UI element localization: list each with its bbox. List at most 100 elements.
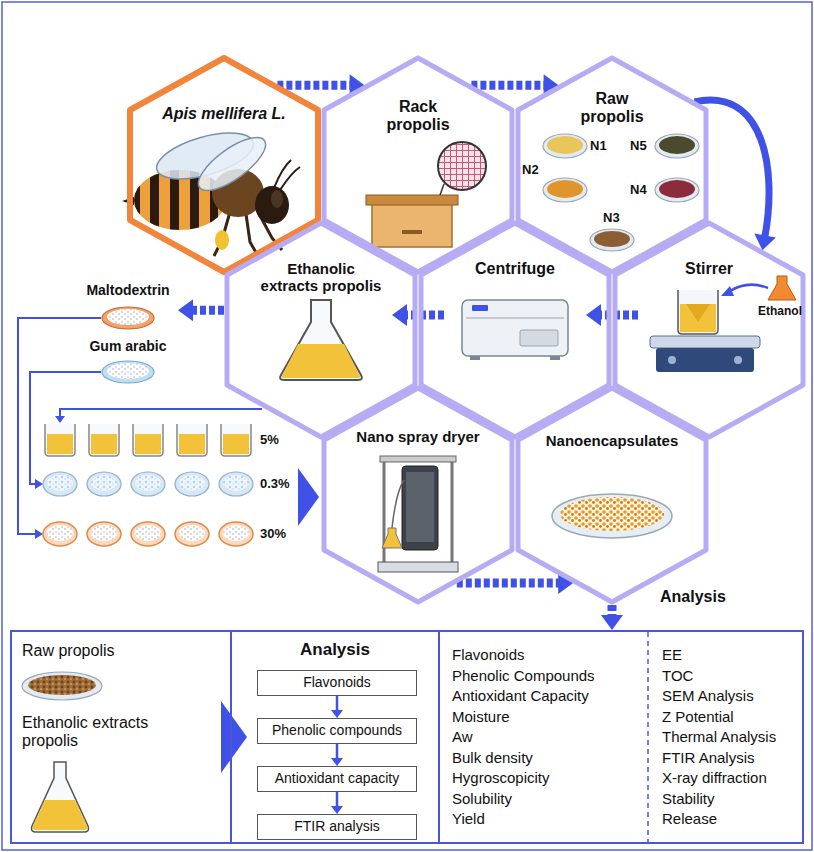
analysis-panel: FlavonoidsPhenolic CompoundsAntioxidant … [438,630,804,844]
illustration-part [550,356,560,360]
illustration-part [179,434,205,454]
illustration-part [382,528,402,548]
arrow-line [599,311,638,320]
illustration-part [221,424,251,456]
callout-label: N3 [603,211,620,226]
illustration-part [678,290,718,334]
illustration-part [133,424,163,456]
illustration-part [47,525,73,541]
illustration-part [107,363,149,379]
box-label: Phenolic compounds [258,722,416,738]
panel-label: Raw propolis [22,642,222,660]
hex-outline [321,385,515,605]
panel-label: Maltodextrin [78,282,178,298]
illustration-part [214,212,230,256]
list-item: Phenolic Compounds [452,667,595,684]
panel-label: Ethanolic extracts propolis [22,714,172,751]
illustration-part [402,230,422,234]
hexagon-label: Nanoencapsulates [527,432,697,449]
hexagon-label: Raw propolis [570,90,654,127]
flow-arrow [331,792,343,814]
box-label: Flavonoids [258,674,416,690]
list-item: Aw [452,728,473,745]
hex-outline [612,220,806,440]
illustration-part [175,472,209,496]
illustration-part [246,214,258,256]
illustration-part [87,522,121,546]
illustration-part [223,525,249,541]
bee-illustration [122,124,300,256]
illustration-part [462,300,568,356]
illustration-part [655,134,699,158]
illustration-part [520,330,558,346]
illustration-part [659,180,695,198]
spray-dryer-illustration [378,456,458,572]
illustration-part [102,307,154,329]
process-hexagon: Rack propolis [321,55,515,275]
illustration-part [440,184,444,195]
illustration-part [191,128,273,199]
hex-outline [224,220,418,440]
arrow-head [586,304,601,326]
arrow-head [221,701,247,773]
panel-illustration [22,672,102,832]
list-item: X-ray diffraction [662,769,767,786]
arrow-line [336,792,339,807]
callout-label: N1 [590,139,607,154]
flow-arrow [392,304,444,326]
analysis-box: Phenolic compounds [257,718,417,744]
illustration-part [255,186,289,224]
illustration-part [179,475,205,491]
column-divider [647,632,649,842]
list-item: SEM Analysis [662,687,754,704]
hex-outline [127,55,321,275]
material-dish: Maltodextrin [78,282,178,332]
flow-arrow [331,744,343,766]
list-item: Stability [662,790,715,807]
callout-label: Ethanol [758,305,802,319]
hexagon-label: Nano spray dryer [333,428,503,445]
hex-outline [515,385,709,605]
hexagon-label: Ethanolic extracts propolis [258,260,384,295]
illustration-part [543,178,587,202]
illustration-part [47,475,73,491]
list-item: Solubility [452,790,512,807]
arrow-line [608,605,617,617]
illustration-part [730,285,768,291]
illustration-part [91,475,117,491]
callout-label: Analysis [660,588,726,606]
illustration-part [179,525,205,541]
illustration-part [102,361,154,383]
capsule-dish [552,494,672,538]
illustration-part [466,317,564,318]
arrow-line [191,306,224,315]
feed-chevron [298,468,319,526]
illustration-part [547,180,583,198]
illustration-part [35,479,43,489]
process-hexagon: Nano spray dryer [321,385,515,605]
arrow-head [392,304,407,326]
illustration-part [659,136,695,154]
callout-label: N5 [630,139,647,154]
list-item: Yield [452,810,485,827]
illustration-part [547,136,583,154]
illustration-part [91,434,117,454]
analysis-box: Antioxidant capacity [257,766,417,792]
illustration-part [552,494,672,538]
list-item: Moisture [452,708,510,725]
illustration-part [590,229,634,251]
illustration-part [271,190,283,208]
illustration-part [280,300,362,380]
illustration-part [215,230,229,250]
list-item: TOC [662,667,693,684]
illustration-part [594,231,630,247]
maltodextrin-dish-row [43,522,253,546]
callout-label: N2 [522,163,539,178]
illustration-part [28,675,96,695]
hex-outline [321,55,515,275]
flask-illustration [280,300,362,380]
analysis-panel: Raw propolisEthanolic extracts propolis [10,630,232,844]
list-item: Release [662,810,717,827]
illustration-part [650,336,760,348]
illustration-part [131,522,165,546]
